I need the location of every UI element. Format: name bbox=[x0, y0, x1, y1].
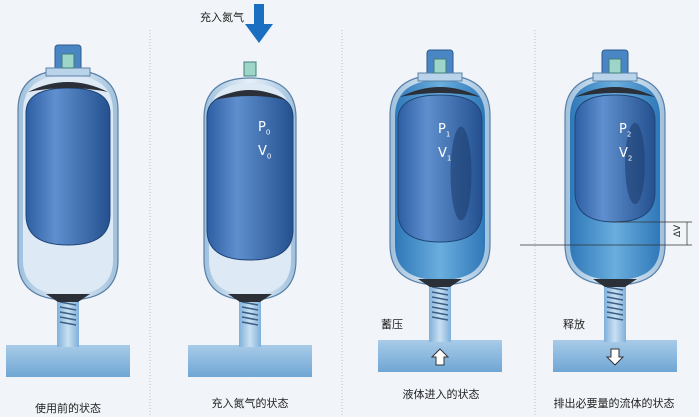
spring-coil bbox=[606, 301, 624, 306]
pipe bbox=[188, 345, 312, 377]
bladder bbox=[25, 87, 111, 246]
pipe bbox=[6, 345, 130, 377]
spring-coil bbox=[431, 316, 449, 321]
accumulator-3 bbox=[553, 49, 677, 372]
top-plate bbox=[575, 87, 655, 97]
spring-coil bbox=[431, 291, 449, 296]
nitrogen-fill-label: 充入氮气 bbox=[200, 11, 244, 24]
delta-v-label: ΔV bbox=[673, 224, 684, 238]
nitrogen-fill-arrow-icon bbox=[245, 4, 273, 43]
top-plate bbox=[214, 90, 286, 100]
gas-valve bbox=[433, 58, 447, 74]
spring-coil bbox=[431, 296, 449, 301]
spring-coil bbox=[606, 306, 624, 311]
spring-coil bbox=[431, 301, 449, 306]
gas-valve bbox=[61, 53, 75, 69]
bladder bbox=[206, 91, 294, 261]
caption-fluid-entering: 液体进入的状态 bbox=[402, 388, 480, 401]
spring-coil bbox=[431, 311, 449, 316]
spring-coil bbox=[606, 286, 624, 291]
caption-fluid-discharged: 排出必要量的流体的状态 bbox=[553, 397, 675, 410]
valve-nut bbox=[417, 72, 463, 82]
spring-coil bbox=[431, 306, 449, 311]
spring-coil bbox=[241, 321, 259, 326]
volume-label-0: V0 bbox=[258, 144, 272, 161]
bladder-fold bbox=[625, 122, 645, 205]
spring-coil bbox=[606, 311, 624, 316]
spring-coil bbox=[431, 286, 449, 291]
pressure-label-2: P2 bbox=[619, 122, 632, 139]
volume-label-1: V1 bbox=[438, 146, 452, 163]
caption-before-use: 使用前的状态 bbox=[35, 402, 101, 415]
gas-valve bbox=[608, 58, 622, 74]
pressure-label-0: P0 bbox=[258, 120, 271, 137]
poppet-valve bbox=[593, 279, 637, 287]
spring-coil bbox=[241, 316, 259, 321]
arrow-up-icon bbox=[430, 348, 450, 366]
spring-coil bbox=[606, 291, 624, 296]
arrow-down-icon bbox=[605, 348, 625, 366]
accumulator-1 bbox=[188, 61, 312, 377]
spring-coil bbox=[241, 311, 259, 316]
bladder-fold bbox=[450, 126, 472, 221]
volume-label-2: V2 bbox=[619, 146, 633, 163]
spring-coil bbox=[241, 301, 259, 306]
spring-coil bbox=[59, 321, 77, 326]
poppet-valve bbox=[46, 294, 90, 302]
poppet-valve bbox=[228, 294, 272, 302]
spring-coil bbox=[59, 316, 77, 321]
release-mode-label: 释放 bbox=[563, 318, 585, 331]
top-plate bbox=[400, 87, 480, 97]
poppet-valve bbox=[418, 279, 462, 287]
top-plate bbox=[28, 82, 108, 92]
charging-mode-label: 蓄压 bbox=[381, 318, 403, 331]
gas-valve bbox=[243, 61, 257, 77]
valve-nut bbox=[592, 72, 638, 82]
accumulator-0 bbox=[6, 44, 130, 377]
spring-coil bbox=[59, 306, 77, 311]
valve-nut bbox=[45, 67, 91, 77]
spring-coil bbox=[59, 301, 77, 306]
spring-coil bbox=[606, 316, 624, 321]
delta-v-indicator bbox=[520, 221, 692, 246]
accumulator-2 bbox=[378, 49, 502, 372]
spring-coil bbox=[241, 306, 259, 311]
pressure-label-1: P1 bbox=[438, 122, 451, 139]
spring-coil bbox=[606, 296, 624, 301]
caption-nitrogen-filled: 充入氮气的状态 bbox=[211, 397, 289, 410]
spring-coil bbox=[59, 311, 77, 316]
